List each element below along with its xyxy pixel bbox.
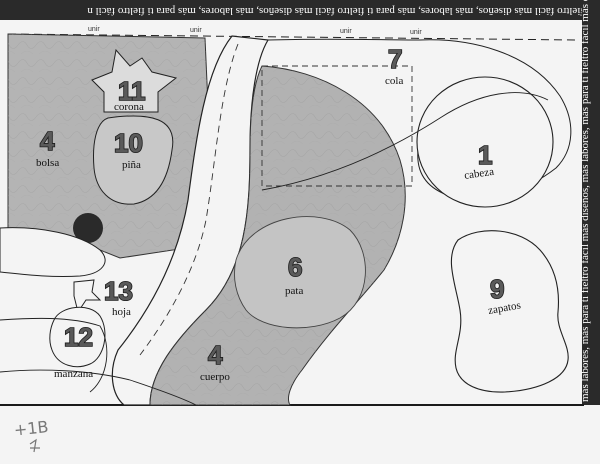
arm-dashed-guide	[139, 43, 239, 356]
piece-hoja-label: hoja	[112, 306, 131, 318]
piece-bolsa-label: bolsa	[36, 157, 59, 169]
eye-dot	[73, 213, 103, 243]
piece-manzana-label: manzana	[54, 368, 93, 380]
hand-piece	[0, 227, 106, 278]
manzana-piece	[49, 306, 106, 368]
piece-hoja-number: 13	[104, 276, 133, 306]
piece-pina-label: piña	[122, 159, 141, 171]
pina-piece	[93, 115, 174, 205]
unir-label-2: unir	[190, 27, 202, 34]
piece-cabeza-number: 1	[478, 140, 492, 170]
left-guide-curve	[0, 317, 108, 393]
piece-pata-number: 6	[288, 252, 302, 282]
cabeza-crossline	[261, 92, 549, 191]
piece-cuerpo-number: 4	[208, 340, 223, 370]
top-banner-text: fieltro fácil más diseños, más labores, …	[87, 5, 584, 17]
unir-label-3: unir	[340, 28, 352, 35]
hoja-piece	[73, 279, 102, 314]
piece-cabeza-label: cabeza	[463, 166, 494, 182]
handwritten-mark	[29, 438, 40, 453]
top-banner	[0, 0, 586, 20]
pata-piece	[234, 216, 366, 329]
unir-dashed-line	[7, 33, 579, 41]
piece-cola-label: cola	[385, 75, 403, 87]
piece-pata-label: pata	[285, 285, 303, 297]
side-banner	[582, 0, 600, 405]
piece-corona-number: 11	[118, 76, 146, 106]
piece-zapatos-number: 9	[490, 274, 504, 304]
piece-cuerpo-label: cuerpo	[200, 371, 230, 383]
zapatos-piece	[450, 230, 569, 393]
piece-bolsa-number: 4	[40, 126, 55, 156]
unir-label-4: unir	[410, 29, 422, 36]
corona-piece	[91, 48, 178, 113]
unir-label-1: unir	[88, 26, 100, 33]
cuerpo-inner-dashed	[261, 65, 413, 187]
piece-corona-label: corona	[114, 101, 144, 113]
left-bottom-curve	[0, 369, 197, 406]
handwritten-note: +1B	[13, 417, 49, 440]
piece-pina-number: 10	[114, 128, 143, 158]
side-banner-text: más labores, más para ti fieltro fácil m…	[579, 0, 591, 402]
cabeza-piece	[416, 76, 554, 208]
piece-zapatos-label: zapatos	[487, 299, 522, 317]
piece-cola-number: 7	[388, 44, 402, 74]
piece-manzana-number: 12	[64, 322, 93, 352]
